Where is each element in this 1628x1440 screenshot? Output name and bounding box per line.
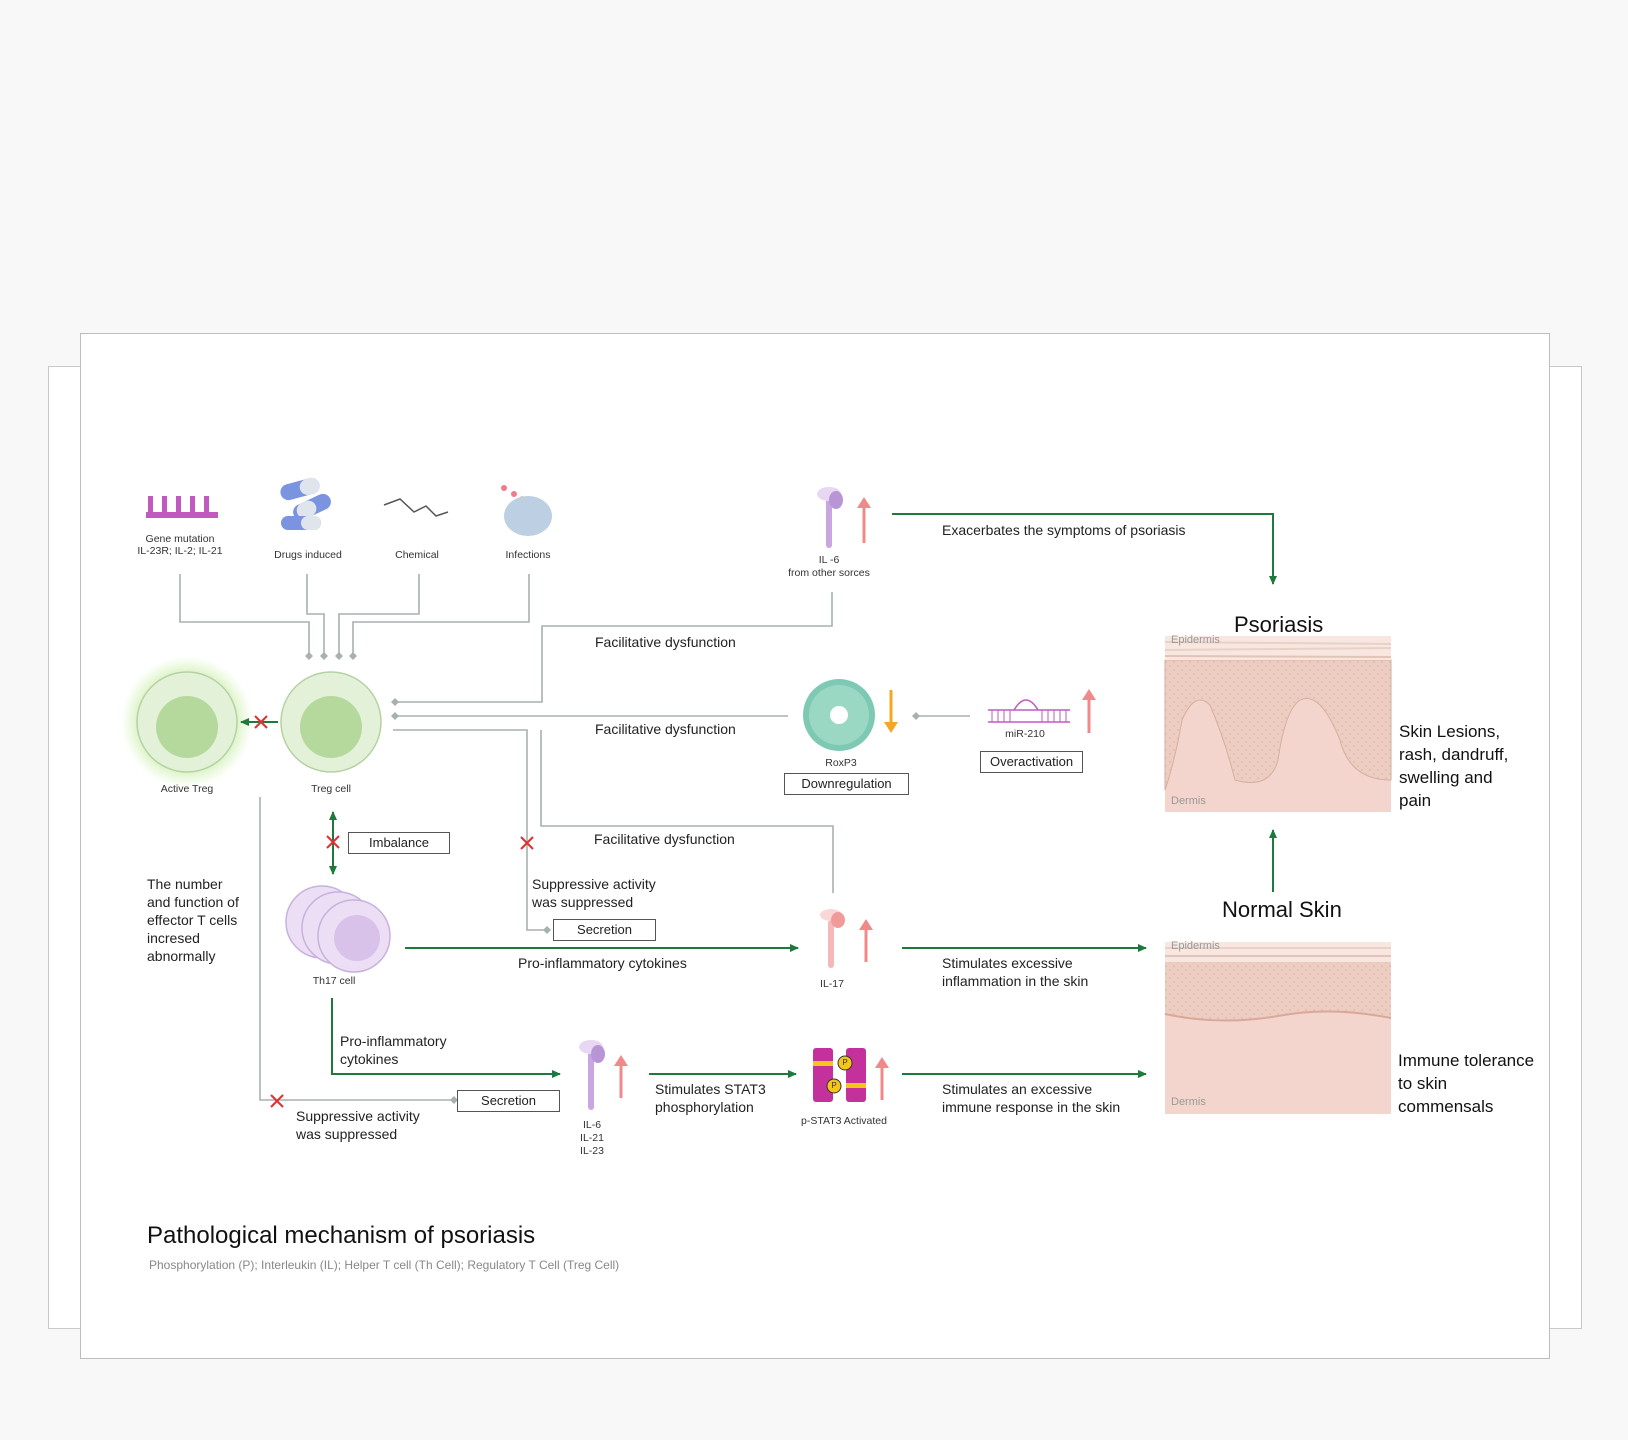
downregulation-box: Downregulation: [784, 773, 909, 795]
treg-secretion-line: [393, 729, 551, 934]
overactivation-box: Overactivation: [980, 751, 1083, 773]
infections-label: Infections: [505, 549, 551, 561]
epidermis-label: Epidermis: [1171, 634, 1220, 646]
suppressive-label-1: Suppressive activity was suppressed: [532, 876, 656, 910]
chemical-connector: [335, 574, 420, 660]
pro-inflam-label-2: Pro-inflammatory cytokines: [340, 1033, 447, 1067]
red-x-icon: [254, 715, 268, 729]
il17-label: IL-17: [820, 978, 844, 990]
imbalance-box: Imbalance: [348, 832, 450, 854]
up-arrow-head: [875, 1057, 889, 1068]
gene-connector: [179, 574, 313, 660]
effector-cells-label: The number and function of effector T ce…: [147, 876, 239, 964]
red-x-icon: [520, 836, 534, 850]
exacerbates-label: Exacerbates the symptoms of psoriasis: [942, 522, 1186, 538]
epidermis-label: Epidermis: [1171, 940, 1220, 952]
gene-list-label: IL-23R; IL-2; IL-21: [137, 545, 223, 557]
suppressive-line: [259, 797, 458, 1104]
il23-label: IL-23: [580, 1145, 604, 1157]
chemical-label: Chemical: [395, 549, 439, 561]
il6-top-label: IL -6: [818, 554, 840, 566]
stim-inflam-label: Stimulates excessive inflammation in the…: [942, 955, 1089, 989]
psoriasis-skin-illustration: [1164, 636, 1392, 812]
up-arrow-head: [614, 1055, 628, 1066]
stat3-label: Stimulates STAT3 phosphorylation: [655, 1081, 766, 1115]
page-title: Pathological mechanism of psoriasis: [147, 1222, 536, 1249]
pstat3-icon: [813, 1048, 866, 1102]
up-arrow-head: [857, 497, 871, 508]
normal-skin-illustration: [1164, 942, 1392, 1114]
infection-icon: [501, 485, 552, 536]
up-arrow-head: [859, 919, 873, 930]
dermis-label: Dermis: [1171, 1096, 1206, 1108]
facil-label-2: Facilitative dysfunction: [595, 721, 736, 737]
il21-label: IL-21: [580, 1132, 604, 1144]
exacerbates-arrow: [892, 513, 1277, 585]
down-arrow-head: [884, 722, 898, 733]
il6-label: IL-6: [582, 1119, 602, 1131]
facil-line-3: [540, 730, 834, 893]
facil-label-1: Facilitative dysfunction: [595, 634, 736, 650]
active-treg-cell: [121, 656, 253, 788]
infection-connector: [349, 574, 530, 660]
legend-subtitle: Phosphorylation (P); Interleukin (IL); H…: [149, 1258, 620, 1272]
chemical-icon: [383, 498, 449, 517]
facil-label-3: Facilitative dysfunction: [594, 831, 735, 847]
red-x-icon: [326, 835, 340, 849]
roxp3-label: RoxP3: [825, 757, 857, 769]
phosphate-label: P: [831, 1081, 837, 1090]
th17-cell: [285, 885, 391, 973]
drugs-connector: [306, 574, 328, 660]
drugs-label: Drugs induced: [274, 549, 342, 561]
pills-icon: [280, 477, 331, 530]
pstat3-label: p-STAT3 Activated: [801, 1115, 887, 1127]
suppressive-label-2: Suppressive activity was suppressed: [296, 1108, 420, 1142]
th17-label: Th17 cell: [312, 975, 356, 987]
psoriasis-title: Psoriasis: [1234, 612, 1324, 637]
dermis-label: Dermis: [1171, 795, 1206, 807]
roxp3-icon: [803, 679, 875, 751]
secretion-box: Secretion: [553, 919, 656, 941]
psoriasis-description: Skin Lesions, rash, dandruff, swelling a…: [1399, 722, 1509, 810]
il6-top-sublabel: from other sorces: [788, 567, 870, 579]
secretion-box: Secretion: [457, 1090, 560, 1112]
pro-inflam-label-1: Pro-inflammatory cytokines: [518, 955, 687, 971]
il6-21-23-receptor-icon: [579, 1040, 605, 1110]
mir210-label: miR-210: [1005, 728, 1045, 740]
active-treg-label: Active Treg: [160, 783, 214, 795]
treg-label: Treg cell: [311, 783, 351, 795]
il17-receptor-icon: [820, 909, 845, 968]
normal-skin-description: Immune tolerance to skin commensals: [1398, 1051, 1535, 1116]
normal-skin-title: Normal Skin: [1222, 897, 1342, 922]
gene-mutation-label: Gene mutation: [145, 533, 215, 545]
treg-cell: [280, 671, 382, 773]
phosphate-label: P: [842, 1058, 848, 1067]
up-arrow-head: [1082, 689, 1096, 700]
il6-receptor-icon: [817, 487, 843, 548]
facil-line-1: [391, 592, 833, 706]
stim-immune-label: Stimulates an excessive immune response …: [942, 1081, 1121, 1115]
gene-mutation-icon: [146, 496, 218, 518]
mir210-icon: [988, 699, 1070, 723]
red-x-icon: [270, 1094, 284, 1108]
pro-inflam-arrow-2: [331, 998, 561, 1078]
